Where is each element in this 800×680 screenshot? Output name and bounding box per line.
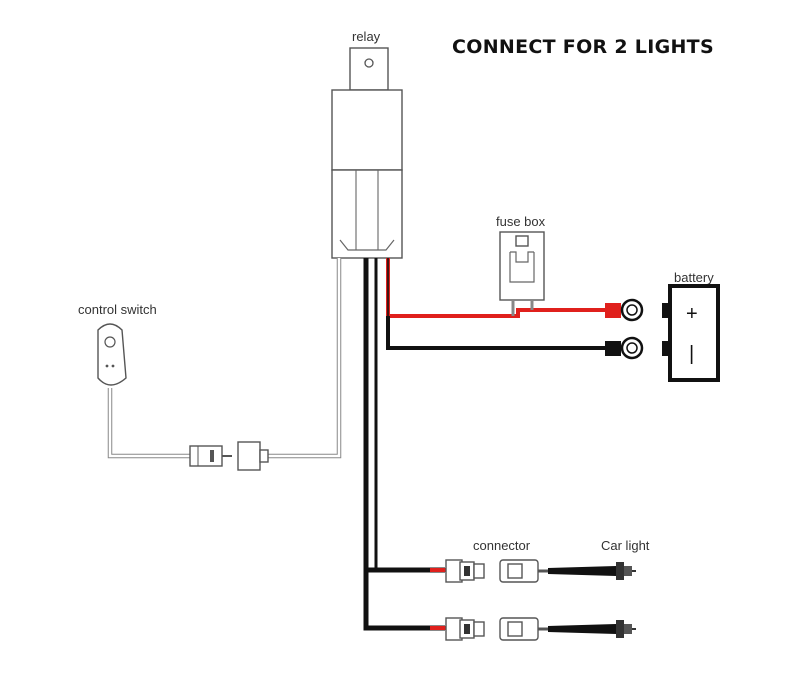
ground-ring-terminal bbox=[605, 336, 644, 360]
car-light-label: Car light bbox=[601, 538, 650, 553]
diagram-title: CONNECT FOR 2 LIGHTS bbox=[452, 36, 714, 58]
relay-mounting-tab bbox=[349, 47, 389, 91]
control-switch-label: control switch bbox=[78, 302, 157, 317]
signal-wire bbox=[268, 258, 342, 459]
switch-plug-male bbox=[189, 445, 223, 467]
battery-label: battery bbox=[674, 270, 714, 285]
car-light-2-lead bbox=[548, 624, 616, 634]
car-light-1-socket bbox=[616, 562, 624, 580]
connector-label: connector bbox=[473, 538, 531, 553]
relay-mount-hole bbox=[364, 58, 374, 68]
switch-plug-female bbox=[237, 441, 261, 471]
positive-wire bbox=[386, 258, 605, 320]
relay-body bbox=[331, 89, 403, 171]
control-switch: control switch bbox=[78, 302, 269, 471]
fuse-box-cap bbox=[515, 235, 529, 247]
battery-negative-sign: | bbox=[689, 343, 694, 365]
car-light-2-socket bbox=[616, 620, 624, 638]
battery: battery + | bbox=[662, 270, 720, 382]
control-switch-body bbox=[97, 323, 127, 386]
positive-ring-terminal bbox=[605, 298, 644, 322]
fuse-box: fuse box bbox=[496, 214, 546, 316]
relay-terminal-housing bbox=[331, 169, 403, 259]
control-switch-button bbox=[104, 336, 116, 348]
relay-label: relay bbox=[352, 29, 381, 44]
relay: relay bbox=[331, 29, 403, 259]
ground-wire bbox=[386, 316, 605, 350]
fuse-box-label: fuse box bbox=[496, 214, 546, 229]
battery-positive-sign: + bbox=[686, 303, 698, 325]
light-branch-2 bbox=[430, 617, 636, 641]
battery-case bbox=[668, 284, 720, 382]
light-branch-1: connector Car light bbox=[430, 538, 650, 583]
load-wire-main bbox=[363, 258, 445, 631]
car-light-1-lead bbox=[548, 566, 616, 576]
